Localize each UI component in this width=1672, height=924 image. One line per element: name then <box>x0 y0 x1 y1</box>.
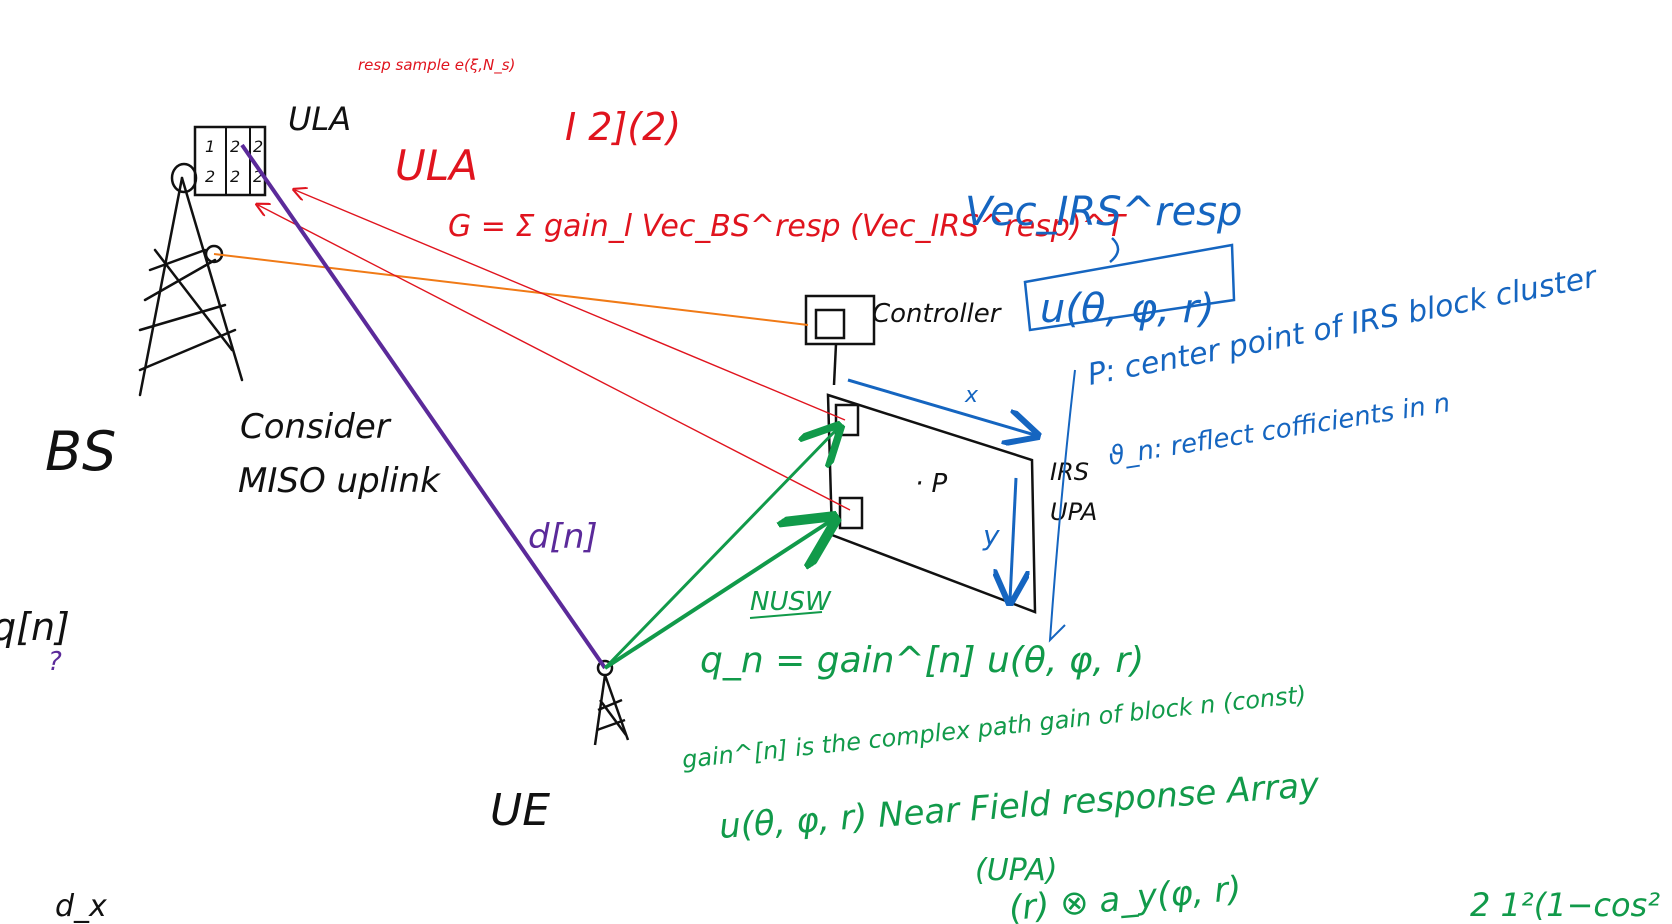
ula-cell: 2 <box>205 167 215 186</box>
g-formula: G = Σ gain_l Vec_BS^resp (Vec_IRS^resp)^… <box>448 209 1128 244</box>
ula-cell: 2 <box>253 167 263 186</box>
q-formula: q_n = gain^[n] u(θ, φ, r) <box>700 640 1144 681</box>
nusw-underline <box>749 611 823 619</box>
ula-cell: 2 <box>253 137 263 156</box>
ula-cell: 2 <box>230 167 240 186</box>
controller-label: Controller <box>872 299 1003 329</box>
ula-cell: 2 <box>230 137 240 156</box>
vec-irs-note: Vec_IRS^resp <box>965 189 1242 235</box>
x-axis-label: x <box>964 383 979 408</box>
ue-tower <box>593 659 630 746</box>
upa-label: UPA <box>1050 498 1097 526</box>
ue-to-irs-channel-upper <box>603 428 838 670</box>
direct-channel-label: d[n] <box>528 517 598 557</box>
ula-label: ULA <box>288 100 351 138</box>
q-question-mark: ? <box>48 647 62 677</box>
ue-label: UE <box>490 785 550 836</box>
upa-paren-note: (UPA) <box>975 853 1058 888</box>
irs-center-point: · P <box>915 469 948 499</box>
controller-box <box>804 294 876 386</box>
bs-tower <box>138 162 244 397</box>
theta-definition: ϑ_n: reflect cofficients in n <box>1106 388 1452 472</box>
u-response-line: u(θ, φ, r) Near Field response Array <box>718 765 1321 847</box>
direct-channel-line <box>240 143 607 670</box>
control-link-line <box>213 253 809 326</box>
y-axis-label: y <box>982 519 1000 552</box>
u-brace-line <box>1048 369 1076 643</box>
q-left-label: q[n] <box>0 605 70 649</box>
bs-label: BS <box>45 420 116 483</box>
irs-to-bs-channel-upper <box>295 190 846 421</box>
ula-antenna-array: 1 2 2 2 2 2 <box>193 125 267 197</box>
irs-to-bs-channel-lower <box>258 205 851 511</box>
ula-red-note: ULA <box>395 141 478 190</box>
bottom-right-partial: 2 1²(1−cos² <box>1470 886 1660 924</box>
consider-note-line1: Consider <box>240 407 392 447</box>
irs-panel <box>826 393 1037 614</box>
irs-y-axis-arrow <box>1010 477 1016 600</box>
irs-label: IRS <box>1050 458 1089 486</box>
resp-sample-note: resp sample e(ξ,N_s) <box>358 56 515 75</box>
u-box-outline <box>1023 243 1236 332</box>
u-box-formula: u(θ, φ, r) <box>1040 286 1215 332</box>
section-ref-note: I 2](2) <box>565 105 681 149</box>
gain-description: gain^[n] is the complex path gain of blo… <box>681 681 1308 774</box>
ue-to-irs-channel-lower <box>603 520 832 670</box>
vec-brace <box>1109 237 1120 263</box>
consider-note-line2: MISO uplink <box>238 461 441 501</box>
irs-x-axis-arrow <box>847 378 1035 435</box>
ula-cell: 1 <box>205 137 215 156</box>
bottom-left-partial: d_x <box>55 889 107 924</box>
